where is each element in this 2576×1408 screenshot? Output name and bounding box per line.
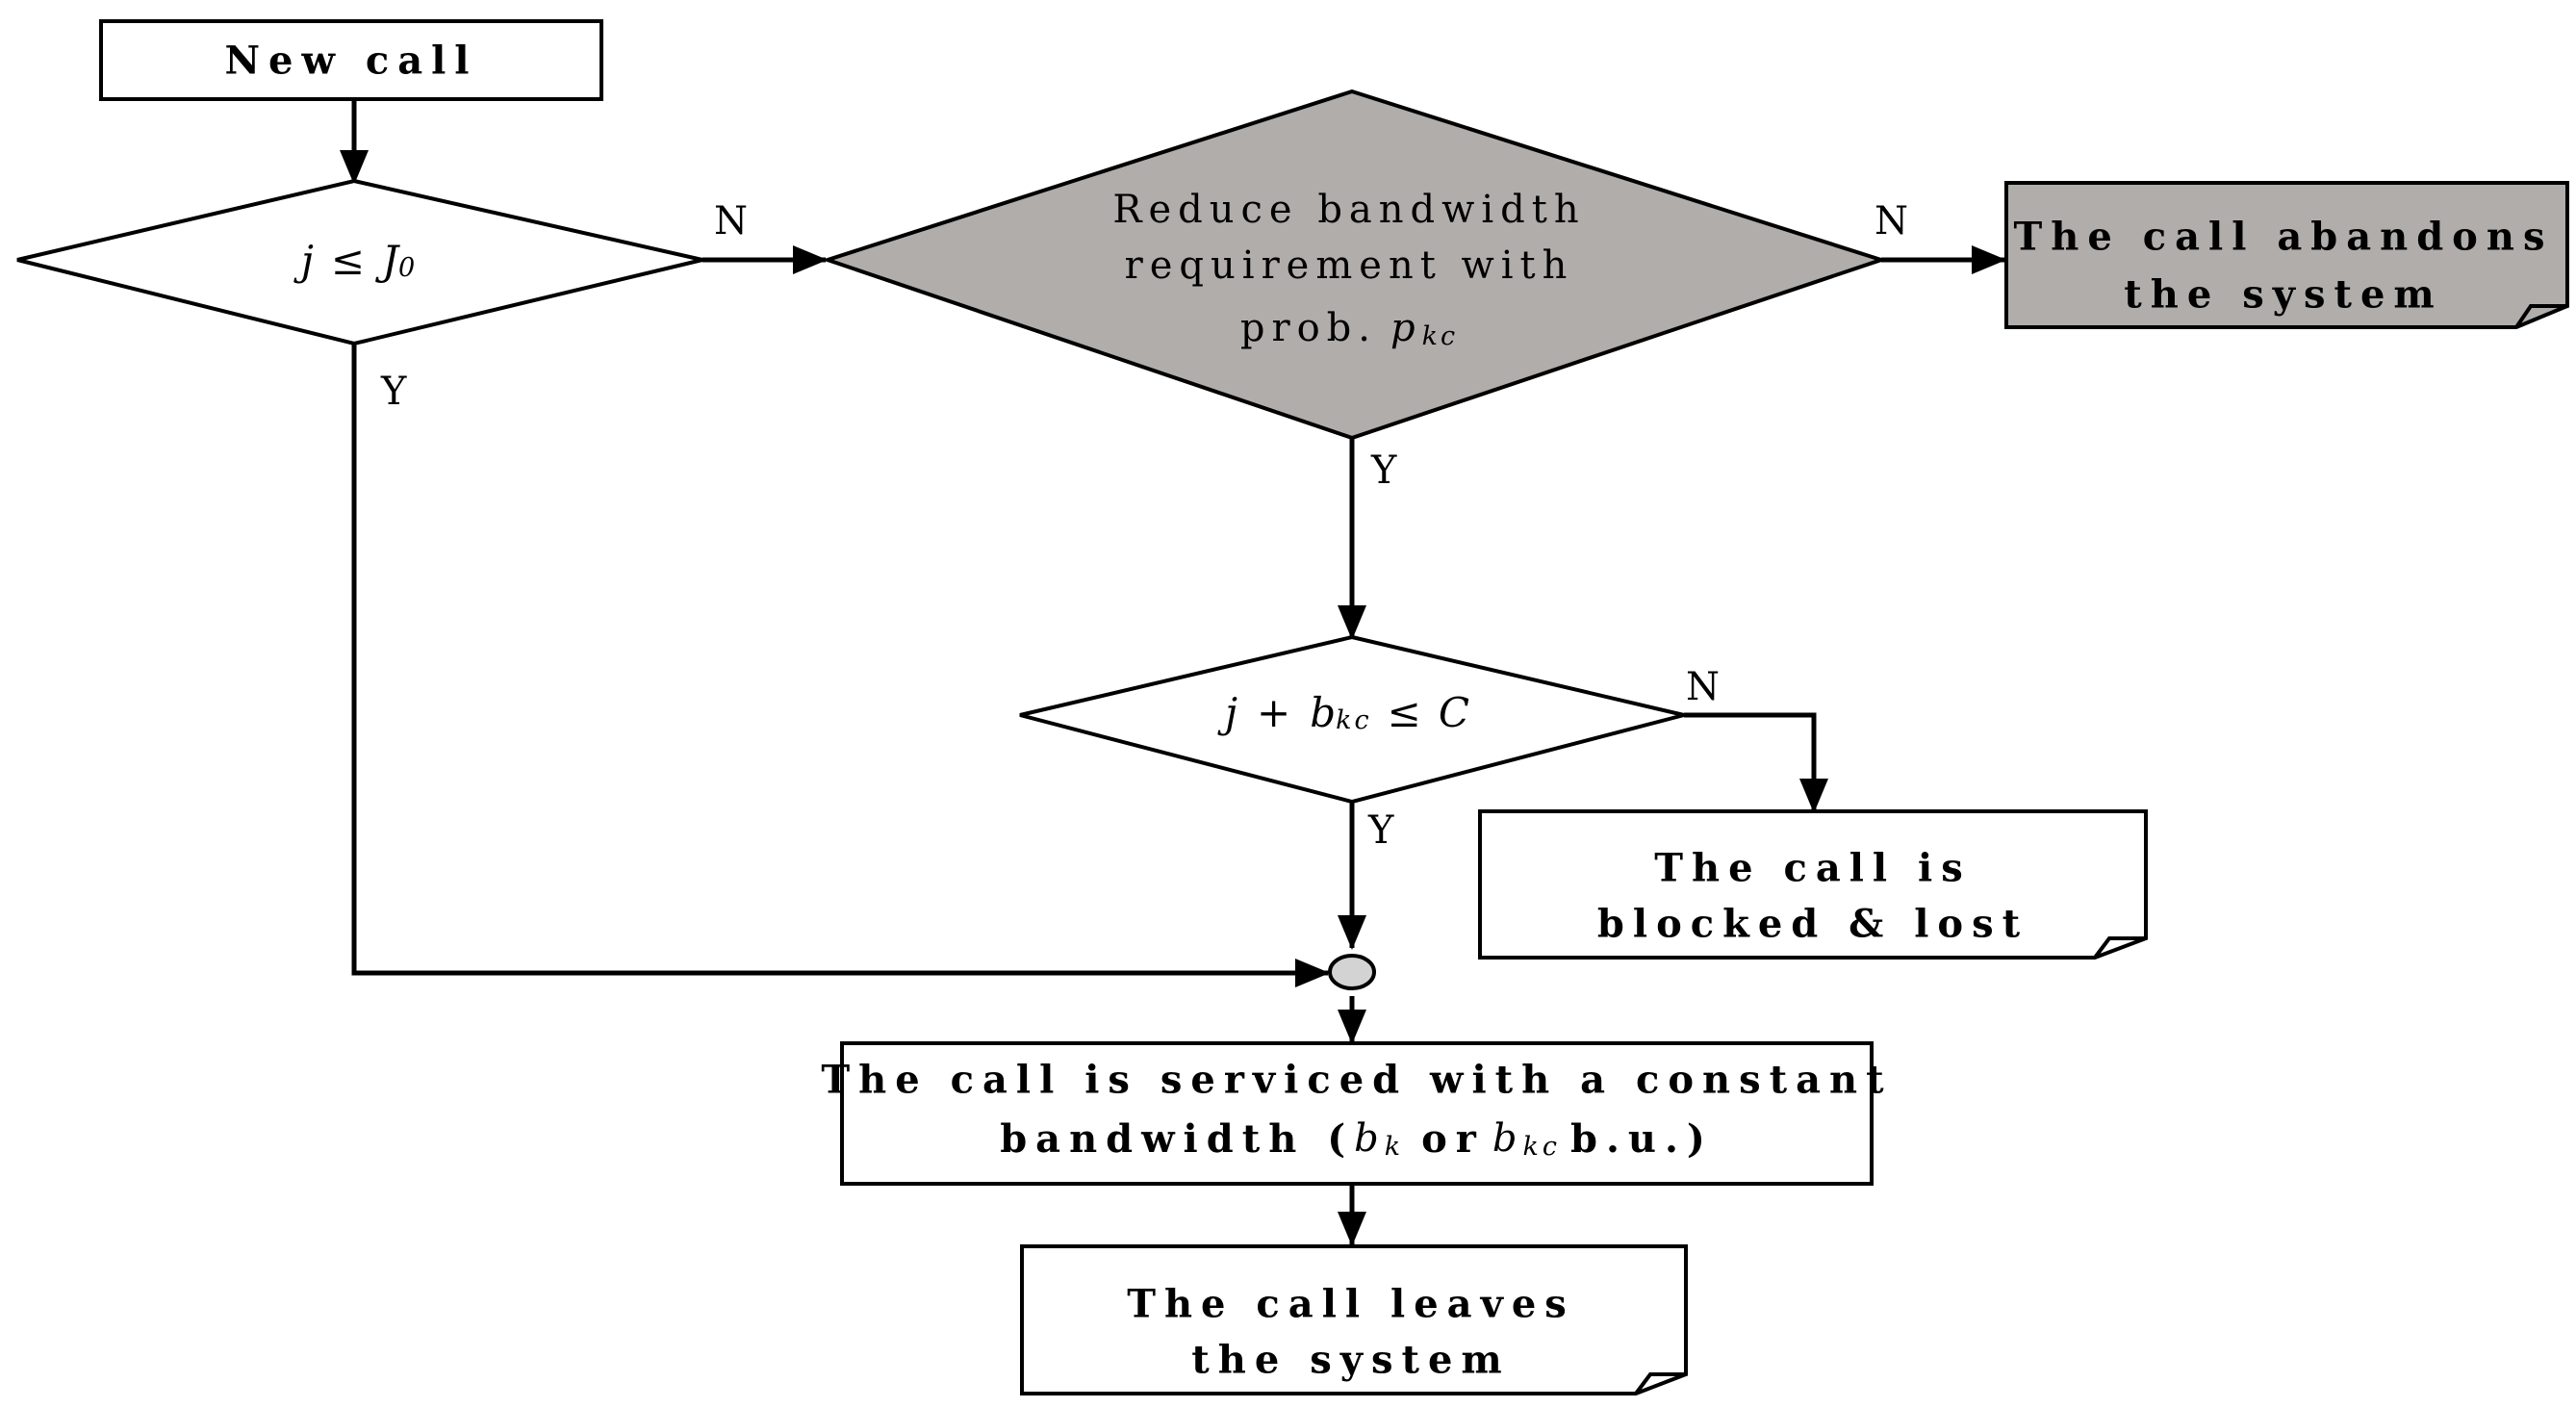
blocked-fold [2093, 936, 2146, 960]
check-c-sub: kc [1336, 705, 1371, 735]
node-abandon: The call abandons the system [2004, 181, 2569, 329]
check-j0-label: j≤J0 [293, 237, 415, 284]
abandon-fold [2514, 304, 2567, 329]
serviced-b1: b [1354, 1116, 1379, 1161]
edge-labels: N Y N Y N Y [380, 199, 1908, 853]
reduce-bandwidth-p: p [1390, 306, 1422, 350]
label-check-j0-yes: Y [380, 370, 407, 414]
junction-node [1328, 954, 1376, 990]
node-blocked: The call is blocked & lost [1478, 809, 2148, 960]
check-j0-le: ≤ [331, 237, 365, 284]
check-c-b: b [1310, 689, 1336, 736]
new-call-box [99, 19, 603, 101]
reduce-bandwidth-prob: prob. [1240, 306, 1377, 350]
serviced-or: or [1421, 1116, 1485, 1162]
node-leaves: The call leaves the system [1020, 1244, 1688, 1395]
serviced-sub2: kc [1523, 1132, 1561, 1162]
node-reduce-bandwidth: Reduce bandwidth requirement with prob.p… [821, 89, 1888, 441]
serviced-sub1: k [1385, 1132, 1400, 1162]
check-j0-sub: 0 [398, 253, 415, 283]
edge-check-j0-yes-to-junction [351, 344, 1330, 987]
reduce-bandwidth-line1: Reduce bandwidth [1112, 188, 1585, 232]
check-c-plus: + [1257, 689, 1290, 736]
check-c-C: C [1439, 689, 1469, 736]
reduce-bandwidth-diamond [821, 89, 1888, 441]
leaves-fold [1634, 1372, 1686, 1395]
new-call-label: New call [224, 38, 477, 84]
node-check-j0: j≤J0 [16, 178, 703, 346]
blocked-line1: The call is [1654, 846, 1972, 891]
reduce-bandwidth-line3: prob. pkc [1240, 306, 1458, 351]
check-c-le: ≤ [1388, 689, 1421, 736]
reduce-bandwidth-sub: kc [1422, 321, 1458, 351]
label-check-j0-no: N [714, 199, 748, 243]
label-check-c-yes: Y [1367, 808, 1394, 853]
label-check-c-no: N [1686, 665, 1720, 709]
check-c-diamond [1019, 634, 1685, 805]
check-j0-diamond [16, 178, 703, 346]
abandon-box [2004, 181, 2569, 329]
node-check-c: j+bkc≤C [1019, 634, 1685, 805]
node-serviced: The call is serviced with a constant ban… [821, 1041, 1892, 1186]
serviced-bu: b.u.) [1570, 1116, 1714, 1162]
serviced-line1: The call is serviced with a constant [821, 1058, 1892, 1103]
serviced-box [840, 1041, 1874, 1186]
abandon-line2: the system [2124, 272, 2442, 318]
edge-check-c-no-to-blocked [1684, 712, 1828, 813]
leaves-box [1020, 1244, 1688, 1395]
blocked-box [1478, 809, 2148, 960]
connectors [340, 99, 2006, 1246]
node-new-call: New call [99, 19, 603, 101]
serviced-bandwidth: bandwidth ( [1000, 1116, 1354, 1162]
label-reduce-no: N [1875, 199, 1908, 243]
serviced-b2: b [1492, 1116, 1518, 1161]
blocked-line2: blocked & lost [1597, 902, 2028, 947]
abandon-line1: The call abandons [2014, 215, 2554, 260]
leaves-line1: The call leaves [1127, 1282, 1575, 1327]
reduce-bandwidth-line2: requirement with [1125, 243, 1574, 288]
label-reduce-yes: Y [1370, 448, 1397, 493]
leaves-line2: the system [1191, 1338, 1510, 1383]
